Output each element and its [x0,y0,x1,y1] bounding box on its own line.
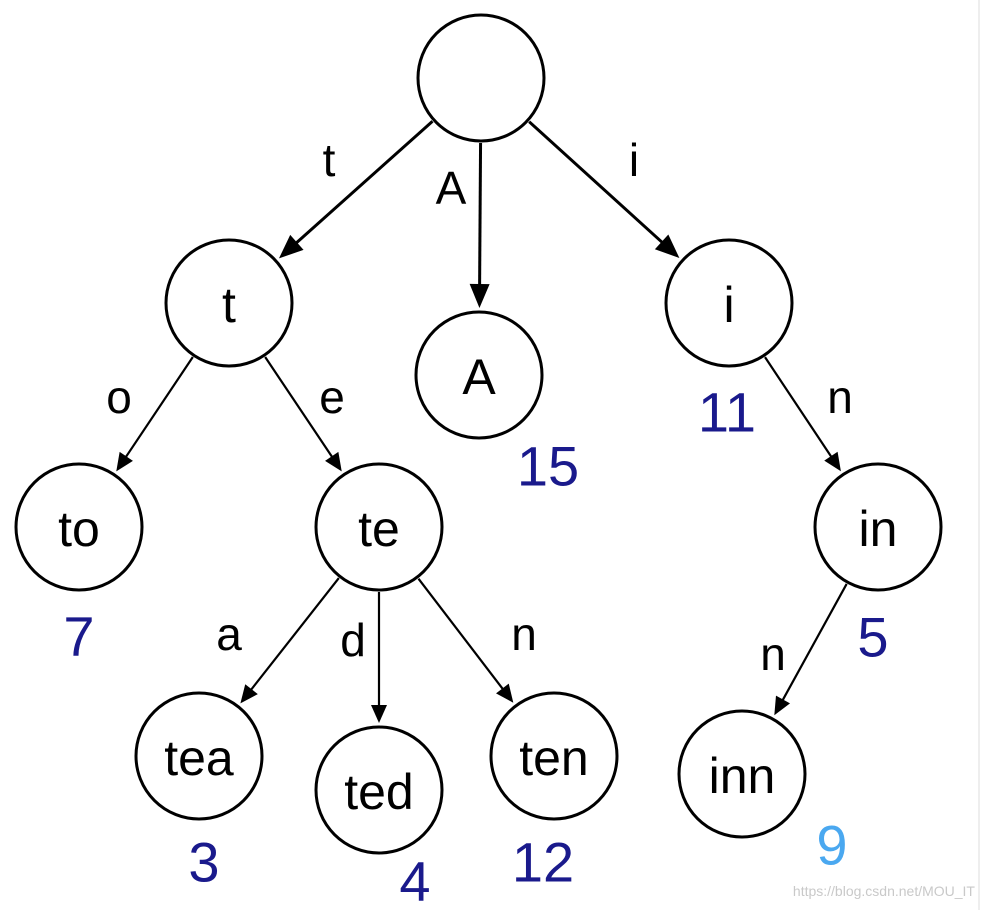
node-circle-ten [489,691,619,821]
node-value-ten: 12 [512,831,574,894]
node-circle-root [416,13,546,143]
edge-arrowhead-root-A [469,283,490,309]
node-value-inn: 9 [816,814,847,877]
edge-te-tea [249,577,340,692]
edge-arrowhead-te-tea [240,684,258,704]
node-value-ted: 4 [399,850,430,910]
node-te: te [314,462,444,592]
node-circle-inn [677,709,807,839]
node-label-te: te [358,501,400,557]
edge-arrowhead-te-ted [371,705,387,723]
edge-label-te-ten: n [511,608,537,660]
node-value-A: 15 [517,435,579,498]
edge-t-to [124,356,194,459]
edge-arrowhead-t-te [325,451,342,472]
node-label-tea: tea [164,730,234,786]
edge-in-inn [781,583,848,702]
node-label-t: t [222,277,236,333]
edge-i-in [764,356,833,459]
node-circle-i [664,238,794,368]
edge-arrowhead-root-t [278,234,304,259]
node-value-in: 5 [857,606,888,669]
node-ted: ted [314,725,444,855]
edge-arrowhead-te-ten [496,683,514,703]
edge-root-i [528,120,665,245]
node-circle-in [813,462,943,592]
node-label-i: i [723,277,734,333]
node-value-tea: 3 [188,831,219,894]
edge-te-ten [417,577,505,691]
edge-arrowhead-in-inn [774,695,791,716]
edge-label-root-t: t [323,134,336,186]
edge-label-root-A: A [436,162,467,214]
watermark-text: https://blog.csdn.net/MOU_IT [789,882,978,900]
node-value-to: 7 [63,605,94,668]
node-circle-A [414,310,544,440]
node-label-ten: ten [519,730,589,786]
edge-arrowhead-root-i [654,234,680,258]
node-circle-tea [134,691,264,821]
edge-label-in-inn: n [760,628,786,680]
node-circle-te [314,462,444,592]
edge-label-te-ted: d [340,614,366,666]
node-label-A: A [462,349,496,405]
edge-arrowhead-i-in [824,451,841,472]
node-tea: tea [134,691,264,821]
node-label-in: in [859,501,898,557]
edge-label-root-i: i [629,134,639,186]
edge-label-te-tea: a [216,608,242,660]
node-in: in [813,462,943,592]
node-label-ted: ted [344,764,414,820]
edge-label-t-te: e [319,371,345,423]
node-ten: ten [489,691,619,821]
node-t: t [164,238,294,368]
node-inn: inn [677,709,807,839]
edge-arrowhead-t-to [116,451,133,472]
node-circle-ted [314,725,444,855]
node-root [416,13,546,143]
node-label-to: to [58,501,100,557]
node-label-inn: inn [709,748,776,804]
node-circle-to [14,462,144,592]
edge-label-t-to: o [106,371,132,423]
edge-t-te [264,356,334,459]
node-circle-t [164,238,294,368]
values-layer: 15 11 7 5 3 4 12 9 [63,381,888,910]
node-value-i: 11 [698,381,756,444]
edge-root-t [294,120,434,245]
edge-root-A [478,142,483,287]
node-to: to [14,462,144,592]
node-A: A [414,310,544,440]
edge-label-i-in: n [827,371,853,423]
right-edge-rule [978,0,980,910]
node-i: i [664,238,794,368]
